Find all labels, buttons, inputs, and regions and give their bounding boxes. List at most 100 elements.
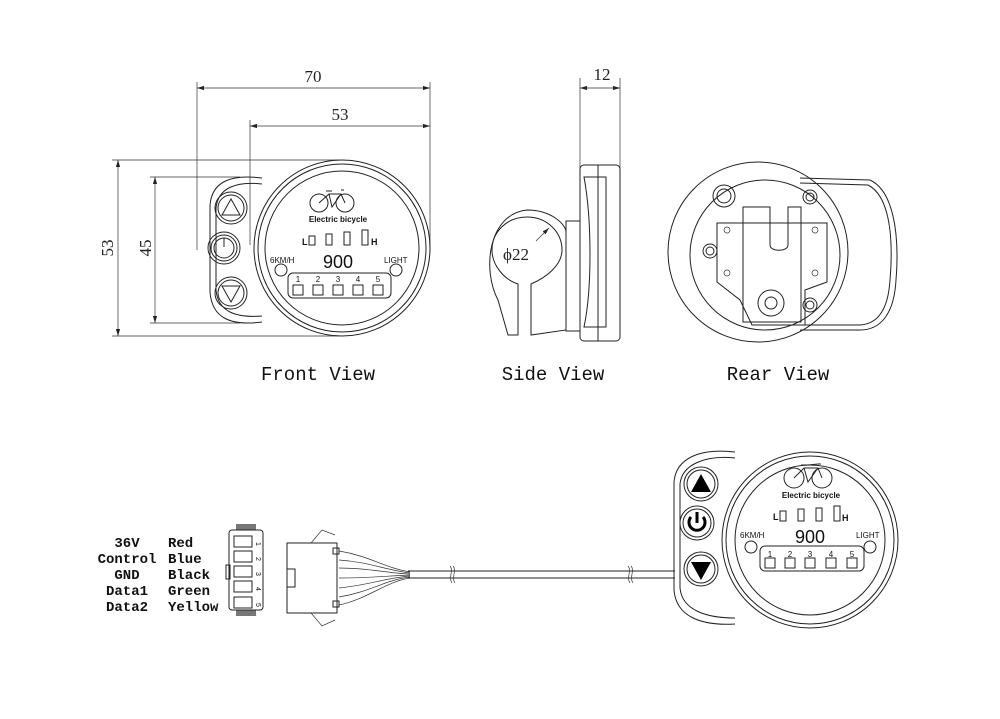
svg-text:3: 3	[336, 275, 341, 284]
dimension-display-width: 53	[249, 105, 430, 245]
connector-front: 1 2 3 4 5	[225, 524, 264, 616]
svg-text:4: 4	[829, 550, 834, 559]
assist-level-bars	[779, 505, 841, 522]
triangle-down-icon	[221, 285, 241, 304]
level-indicators: 1 2 3 4 5	[292, 275, 384, 296]
rear-tab-inner	[799, 182, 892, 326]
brand-text: Electric bicycle	[782, 491, 841, 500]
signal-name: Data1	[106, 584, 148, 600]
dimension-depth: 12	[579, 65, 621, 168]
walk-mode-label: 6KM/H	[740, 531, 765, 540]
down-button[interactable]	[214, 276, 248, 310]
up-button[interactable]	[214, 191, 248, 225]
assist-high-label: H	[842, 513, 849, 523]
light-label: LIGHT	[856, 531, 880, 540]
level-indicator: 4	[825, 550, 837, 569]
dimension-label: 70	[305, 67, 322, 86]
handlebar-clamp	[489, 209, 567, 336]
wire-color: Red	[168, 536, 193, 552]
svg-text:3: 3	[808, 550, 813, 559]
level-panel	[287, 272, 392, 299]
bicycle-icon	[783, 463, 833, 489]
level-indicator: 2	[784, 550, 796, 569]
walk-mode-label: 6KM/H	[270, 256, 295, 265]
dimension-overall-width: 70	[196, 67, 431, 250]
wire-color: Black	[168, 568, 210, 584]
mount-plate	[565, 220, 581, 332]
assist-level-bars	[308, 229, 369, 246]
power-button[interactable]	[679, 505, 715, 541]
level-indicator: 3	[804, 550, 816, 569]
svg-text:4: 4	[356, 275, 361, 284]
screw-hole	[805, 300, 815, 310]
pivot-hole	[764, 296, 778, 310]
wire-color: Blue	[168, 552, 202, 568]
display-unit-assembled: Electric bicycle L H 900 6KM/H LIGHT 1 2…	[673, 450, 899, 629]
screw-hole	[716, 188, 732, 204]
svg-text:2: 2	[316, 275, 321, 284]
wire-bundle	[338, 550, 411, 606]
rear-outer-housing	[667, 161, 849, 343]
svg-text:5: 5	[376, 275, 381, 284]
wire-color: Green	[168, 584, 210, 600]
assist-low-label: L	[302, 237, 308, 247]
wire-row: 36V Red	[114, 536, 193, 552]
screw-hole	[705, 246, 715, 256]
rear-view-label: Rear View	[727, 364, 830, 386]
triangle-up-icon	[221, 197, 241, 216]
brand-text: Electric bicycle	[309, 215, 368, 224]
front-view: 70 53 53 45	[98, 67, 431, 386]
level-indicator: 3	[332, 275, 344, 296]
walk-mode-indicator	[274, 263, 288, 277]
down-button[interactable]	[683, 551, 719, 587]
screw-hole	[805, 192, 815, 202]
level-indicators: 1 2 3 4 5	[764, 550, 858, 569]
display-bezel-inner	[257, 163, 427, 333]
level-indicator: 1	[292, 275, 304, 296]
dimension-tab-height: 45	[136, 176, 240, 324]
side-view-label: Side View	[502, 364, 605, 386]
dimension-label: 53	[332, 105, 349, 124]
pin-number: 5	[254, 603, 261, 607]
speed-reading: 900	[323, 252, 353, 272]
light-indicator	[863, 540, 877, 554]
clamp-diameter-label: ϕ22	[503, 245, 529, 264]
pin-number: 4	[254, 587, 261, 591]
svg-text:1: 1	[768, 550, 773, 559]
svg-text:1: 1	[296, 275, 301, 284]
power-button[interactable]	[207, 231, 241, 265]
pin-number: 2	[254, 557, 261, 561]
front-view-label: Front View	[261, 364, 376, 386]
level-indicator: 2	[312, 275, 324, 296]
pin-number: 3	[254, 572, 261, 576]
display-face	[264, 170, 420, 326]
cable	[408, 565, 675, 584]
walk-mode-indicator	[744, 540, 758, 554]
svg-text:2: 2	[788, 550, 793, 559]
signal-name: 36V	[114, 536, 140, 552]
assist-low-label: L	[773, 512, 779, 522]
power-icon	[687, 516, 707, 532]
side-view: 12 ϕ22 Side View	[489, 65, 621, 386]
display-housing-side	[579, 164, 621, 342]
rear-tab-outline	[799, 177, 898, 331]
level-indicator: 5	[846, 550, 858, 569]
wire-row: Data1 Green	[106, 584, 210, 600]
pin-number: 1	[254, 542, 261, 546]
rear-view: Rear View	[667, 161, 898, 386]
svg-text:5: 5	[850, 550, 855, 559]
wire-color: Yellow	[168, 600, 219, 616]
mounting-plate	[716, 222, 828, 326]
light-indicator	[389, 263, 403, 277]
dimension-label: 45	[136, 240, 155, 257]
display-bezel	[253, 159, 431, 337]
signal-name: GND	[114, 568, 139, 584]
up-button[interactable]	[683, 466, 719, 502]
triangle-down-icon	[691, 562, 711, 580]
triangle-up-icon	[691, 474, 711, 492]
level-indicator: 1	[764, 550, 776, 569]
dimension-label: 53	[98, 240, 117, 257]
